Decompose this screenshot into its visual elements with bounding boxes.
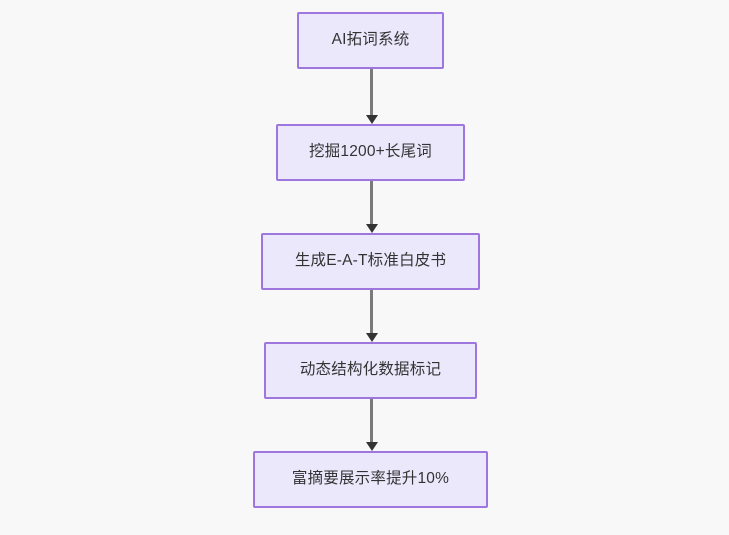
flow-node-label: 生成E-A-T标准白皮书 xyxy=(294,252,447,270)
flow-node-ai-keyword-system[interactable]: AI拓词系统 xyxy=(297,12,444,69)
flow-edge-line xyxy=(370,399,373,443)
flow-node-mine-longtail-keywords[interactable]: 挖掘1200+长尾词 xyxy=(276,124,465,181)
arrow-down-icon xyxy=(365,442,378,451)
flow-node-rich-snippet-result[interactable]: 富摘要展示率提升10% xyxy=(253,451,488,508)
flow-node-dynamic-structured-data[interactable]: 动态结构化数据标记 xyxy=(264,342,477,399)
arrow-down-icon xyxy=(365,115,378,124)
flow-edge-line xyxy=(370,69,373,116)
flow-node-label: 富摘要展示率提升10% xyxy=(291,470,450,488)
arrow-down-icon xyxy=(365,333,378,342)
arrow-down-icon xyxy=(365,224,378,233)
flow-edge-line xyxy=(370,290,373,334)
flow-node-generate-eat-whitepaper[interactable]: 生成E-A-T标准白皮书 xyxy=(261,233,480,290)
flow-edge-line xyxy=(370,181,373,225)
flow-node-label: AI拓词系统 xyxy=(331,31,410,49)
flow-node-label: 动态结构化数据标记 xyxy=(299,361,442,379)
flow-node-label: 挖掘1200+长尾词 xyxy=(308,143,433,161)
